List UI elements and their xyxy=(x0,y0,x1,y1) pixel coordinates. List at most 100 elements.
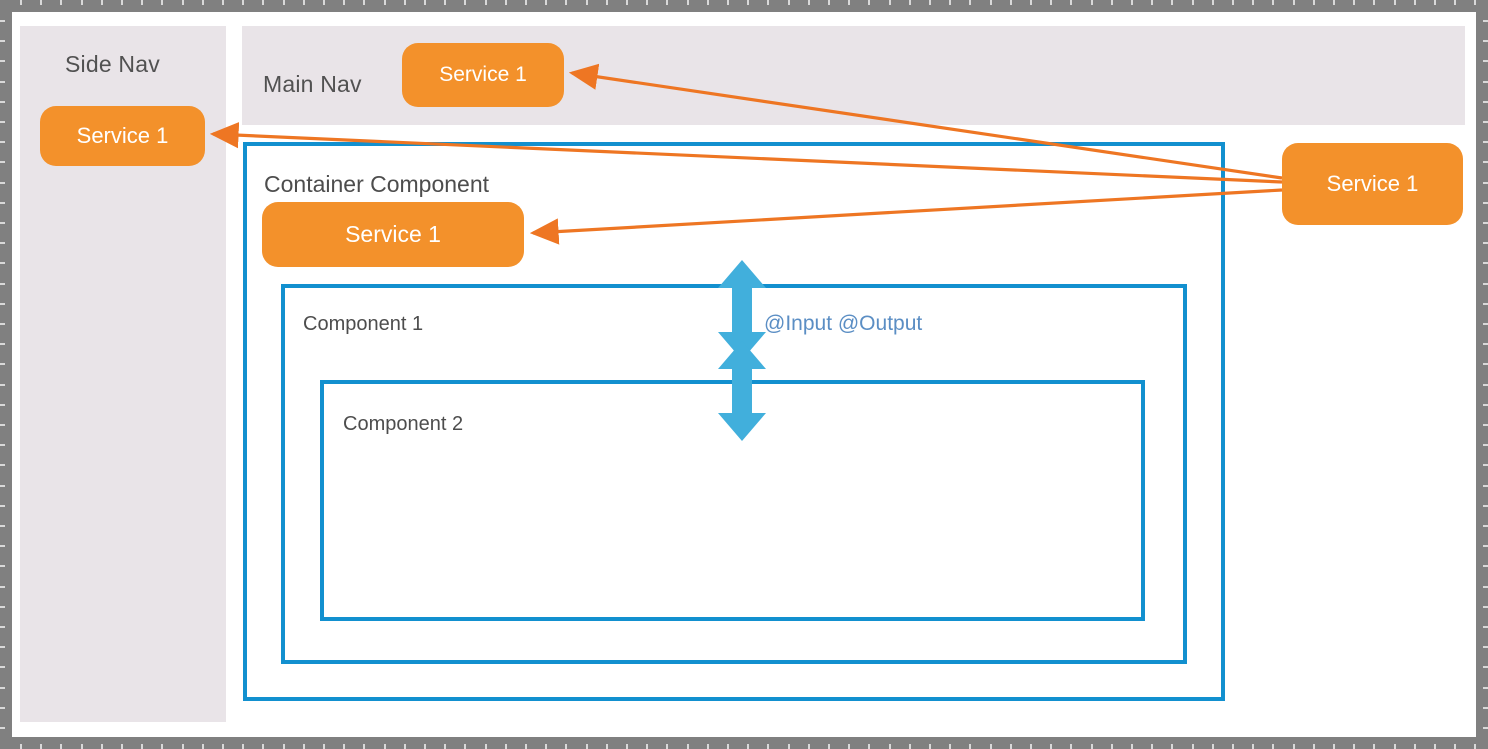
ruler-tick xyxy=(0,727,5,729)
ruler-tick xyxy=(283,744,285,749)
frame-border-bottom xyxy=(0,737,1488,749)
ruler-tick xyxy=(1483,182,1488,184)
component-1-label: Component 1 xyxy=(303,313,424,335)
ruler-tick xyxy=(969,0,971,5)
ruler-tick xyxy=(1483,101,1488,103)
ruler-tick xyxy=(1252,0,1254,5)
main-nav-label: Main Nav xyxy=(263,71,362,97)
service-1-root-pill[interactable]: Service 1 xyxy=(1282,143,1463,225)
ruler-tick xyxy=(646,0,648,5)
ruler-tick xyxy=(1483,363,1488,365)
ruler-tick xyxy=(1272,0,1274,5)
ruler-tick xyxy=(384,744,386,749)
frame-border-top xyxy=(0,0,1488,12)
ruler-tick xyxy=(0,525,5,527)
ruler-tick xyxy=(586,0,588,5)
frame-border-right xyxy=(1476,0,1488,749)
ruler-tick xyxy=(606,744,608,749)
ruler-tick xyxy=(141,0,143,5)
ruler-tick xyxy=(121,0,123,5)
ruler-tick xyxy=(767,0,769,5)
ruler-tick xyxy=(1091,0,1093,5)
ruler-tick xyxy=(868,744,870,749)
ruler-tick xyxy=(141,744,143,749)
ruler-tick xyxy=(0,182,5,184)
ruler-tick xyxy=(505,744,507,749)
ruler-tick xyxy=(0,424,5,426)
ruler-tick xyxy=(485,0,487,5)
ruler-tick xyxy=(0,404,5,406)
ruler-tick xyxy=(0,545,5,547)
ruler-tick xyxy=(949,0,951,5)
ruler-tick xyxy=(1483,707,1488,709)
ruler-tick xyxy=(0,384,5,386)
ruler-tick xyxy=(242,0,244,5)
ruler-tick xyxy=(182,0,184,5)
ruler-tick xyxy=(0,303,5,305)
ruler-tick xyxy=(0,363,5,365)
ruler-tick xyxy=(1483,343,1488,345)
ruler-tick xyxy=(485,744,487,749)
ruler-tick xyxy=(161,0,163,5)
ruler-tick xyxy=(1483,323,1488,325)
ruler-tick xyxy=(525,0,527,5)
ruler-tick xyxy=(1483,464,1488,466)
ruler-tick xyxy=(1272,744,1274,749)
side-nav-label: Side Nav xyxy=(65,51,160,77)
ruler-tick xyxy=(60,0,62,5)
ruler-tick xyxy=(0,687,5,689)
ruler-tick xyxy=(1212,0,1214,5)
ruler-tick xyxy=(1483,424,1488,426)
ruler-tick xyxy=(0,464,5,466)
ruler-tick xyxy=(81,0,83,5)
ruler-tick xyxy=(0,202,5,204)
ruler-tick xyxy=(81,744,83,749)
service-1-main-nav-label: Service 1 xyxy=(439,63,527,86)
ruler-tick xyxy=(0,20,5,22)
service-1-main-nav-pill[interactable]: Service 1 xyxy=(402,43,564,107)
ruler-tick xyxy=(0,262,5,264)
ruler-tick xyxy=(1434,0,1436,5)
ruler-tick xyxy=(1483,384,1488,386)
ruler-tick xyxy=(1483,626,1488,628)
ruler-tick xyxy=(1483,303,1488,305)
ruler-tick xyxy=(1454,744,1456,749)
ruler-tick xyxy=(1050,744,1052,749)
ruler-tick xyxy=(0,40,5,42)
ruler-tick xyxy=(0,222,5,224)
ruler-tick xyxy=(0,505,5,507)
ruler-tick xyxy=(444,744,446,749)
ruler-tick xyxy=(687,744,689,749)
ruler-tick xyxy=(1192,0,1194,5)
ruler-tick xyxy=(0,606,5,608)
ruler-tick xyxy=(40,744,42,749)
ruler-tick xyxy=(1192,744,1194,749)
ruler-tick xyxy=(1394,744,1396,749)
ruler-tick xyxy=(1171,0,1173,5)
component-2-label: Component 2 xyxy=(343,413,464,435)
ruler-tick xyxy=(1483,20,1488,22)
ruler-tick xyxy=(1483,505,1488,507)
ruler-tick xyxy=(0,565,5,567)
ruler-tick xyxy=(606,0,608,5)
ruler-tick xyxy=(384,0,386,5)
ruler-tick xyxy=(707,0,709,5)
service-1-side-nav-pill[interactable]: Service 1 xyxy=(40,106,205,166)
ruler-tick xyxy=(262,0,264,5)
ruler-tick xyxy=(1483,444,1488,446)
ruler-tick xyxy=(565,0,567,5)
ruler-tick xyxy=(222,0,224,5)
ruler-tick xyxy=(1483,565,1488,567)
ruler-tick xyxy=(363,744,365,749)
ruler-tick xyxy=(747,0,749,5)
ruler-tick xyxy=(727,0,729,5)
ruler-tick xyxy=(0,626,5,628)
io-binding-label: @Input @Output xyxy=(764,312,923,335)
ruler-tick xyxy=(909,0,911,5)
ruler-tick xyxy=(1474,744,1476,749)
ruler-tick xyxy=(343,744,345,749)
service-1-container-pill[interactable]: Service 1 xyxy=(262,202,524,267)
ruler-tick xyxy=(666,744,668,749)
ruler-tick xyxy=(0,283,5,285)
ruler-tick xyxy=(808,744,810,749)
